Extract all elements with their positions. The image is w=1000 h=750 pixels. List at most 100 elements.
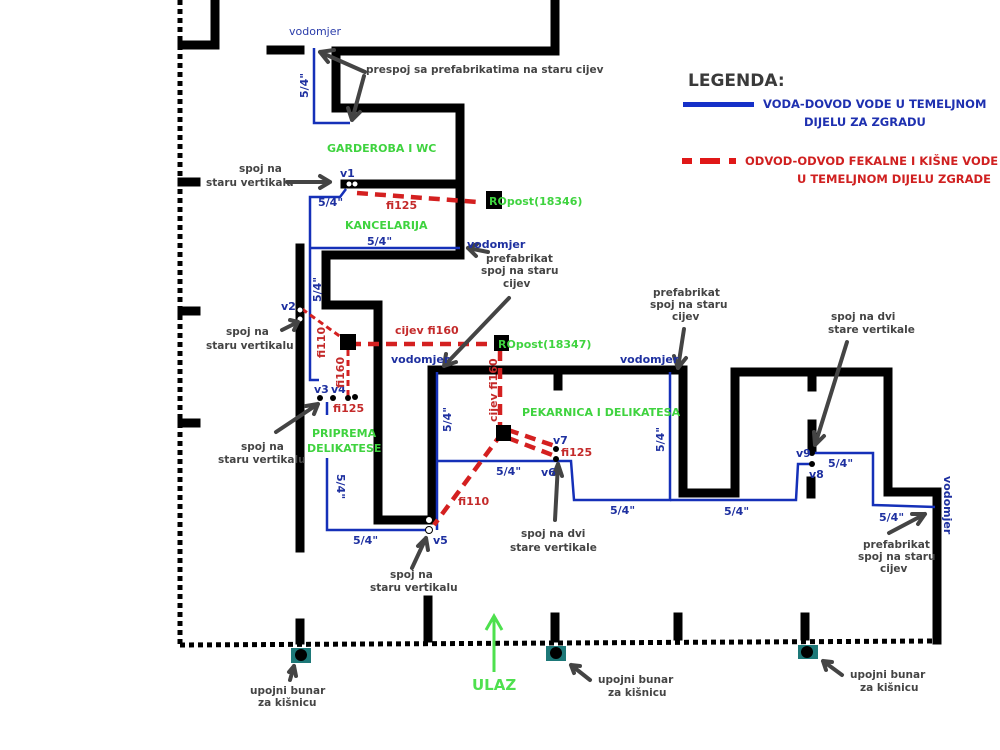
arrow-icon <box>287 664 298 682</box>
drain-size-label: fi160 <box>334 357 347 388</box>
annotation: staru vertikalu <box>370 582 458 594</box>
room-label-garderoba: GARDEROBA I WC <box>327 142 436 155</box>
v5-point <box>425 526 433 534</box>
pipe-size-label: 5/4" <box>334 474 347 499</box>
pipe-size-label: 5/4" <box>828 457 853 470</box>
pipe-size-label: 5/4" <box>496 465 521 478</box>
pipe-size-label: 5/4" <box>724 505 749 518</box>
arrow-icon <box>569 663 592 682</box>
annotation: prefabrikat <box>653 287 720 299</box>
ro-label: RO <box>498 338 516 351</box>
arrow-icon <box>552 462 564 522</box>
ro-post-18347 <box>494 335 509 351</box>
arrow-icon <box>285 174 332 190</box>
ro-post-18346 <box>486 191 502 209</box>
drain-size-label: cijev fi160 <box>487 358 500 422</box>
v4-point <box>330 395 336 401</box>
arrow-icon <box>410 536 430 570</box>
pointer-arrows <box>274 48 927 682</box>
room-labels: GARDEROBA I WC KANCELARIJA PRIPREMA DELI… <box>307 142 681 455</box>
room-label-priprema: DELIKATESE <box>307 442 381 455</box>
annotation: upojni bunar <box>598 674 674 686</box>
water-pipes <box>308 48 936 532</box>
annotation: spoj na dvi <box>521 528 585 540</box>
annotation: cijev <box>672 311 700 323</box>
vertical-label: v5 <box>433 534 448 547</box>
arrow-icon <box>280 318 300 332</box>
drain-size-label: fi125 <box>386 199 417 212</box>
annotation: spoj na <box>239 163 282 175</box>
water-meter-label: vodomjer <box>289 25 341 38</box>
vertical-label: v9 <box>796 447 811 460</box>
v5-point <box>425 516 433 524</box>
arrow-icon <box>821 659 844 677</box>
water-meter-label: vodomjer <box>620 353 679 366</box>
pipe-size-label: 5/4" <box>311 277 324 302</box>
annotation: prespoj sa prefabrikatima na staru cijev <box>366 64 604 76</box>
pipe-size-label: 5/4" <box>654 427 667 452</box>
drain-size-label: fi110 <box>315 327 328 358</box>
v1-point <box>352 181 358 187</box>
annotation: spoj na dvi <box>831 311 895 323</box>
ro-post-label: ROpost(18346) <box>489 195 582 208</box>
v4-point <box>345 395 351 401</box>
legend-water-label: VODA-DOVOD VODE U TEMELJNOM <box>763 97 986 111</box>
water-meter-label: vodomjer <box>941 476 954 535</box>
legend-drain-label: ODVOD-ODVOD FEKALNE I KIŠNE VODE <box>745 153 998 168</box>
v7-point <box>553 446 559 452</box>
ro-post-label: ROpost(18347) <box>498 338 591 351</box>
rain-well-hole <box>801 646 813 658</box>
legend-drain-swatch <box>682 158 692 164</box>
pipe-size-label: 5/4" <box>879 511 904 524</box>
entrance-arrow-icon <box>484 612 504 672</box>
v2-point <box>296 306 304 314</box>
wall <box>177 0 220 50</box>
legend-drain-label: U TEMELJNOM DIJELU ZGRADE <box>797 172 991 186</box>
pipe-size-label: 5/4" <box>353 534 378 547</box>
water-pipe <box>308 188 347 382</box>
drain-size-label: cijev fi160 <box>395 324 459 337</box>
pipe-size-label: 5/4" <box>318 196 343 209</box>
ro-label: RO <box>489 195 507 208</box>
v4-point <box>352 394 358 400</box>
annotation: staru vertikalu <box>206 340 294 352</box>
annotation: za kišnicu <box>258 697 316 709</box>
annotations: prespoj sa prefabrikatima na staru cijev… <box>206 64 935 709</box>
annotation: spoj na <box>241 441 284 453</box>
arrow-icon <box>318 48 367 74</box>
water-pipe <box>325 458 430 532</box>
legend-drain-swatch <box>700 158 720 164</box>
legend-water-swatch <box>683 102 754 107</box>
water-meter-label: vodomjer <box>467 238 526 251</box>
room-label-priprema: PRIPREMA <box>312 427 377 440</box>
annotation: stare vertikale <box>828 324 915 336</box>
vertical-label: v3 <box>314 383 329 396</box>
annotation: za kišnicu <box>860 682 918 694</box>
drain-size-label: fi125 <box>561 446 592 459</box>
annotation: spoj na staru <box>481 265 558 277</box>
annotation: cijev <box>503 278 531 290</box>
pipe-size-label: 5/4" <box>610 504 635 517</box>
arrow-icon <box>672 327 688 370</box>
arrow-icon <box>346 74 366 122</box>
vertical-label: v2 <box>281 300 296 313</box>
ro-manhole <box>340 334 356 350</box>
arrow-icon <box>442 296 511 368</box>
annotation: za kišnicu <box>608 687 666 699</box>
legend-title: LEGENDA: <box>688 71 785 91</box>
drain-pipe <box>301 307 346 342</box>
annotation: upojni bunar <box>250 685 326 697</box>
vertical-label: v8 <box>809 468 824 481</box>
arrow-icon <box>274 402 320 434</box>
rain-well-hole <box>295 649 307 661</box>
pipe-size-label: 5/4" <box>441 407 454 432</box>
vertical-label: v1 <box>340 167 355 180</box>
annotation: staru vertikalu <box>218 454 306 466</box>
arrow-icon <box>812 340 849 447</box>
drain-pipe <box>507 435 556 459</box>
room-label-kancelarija: KANCELARIJA <box>345 219 428 232</box>
pipe-size-label: 5/4" <box>367 235 392 248</box>
drain-pipe <box>432 431 504 527</box>
arrow-icon <box>887 512 927 535</box>
